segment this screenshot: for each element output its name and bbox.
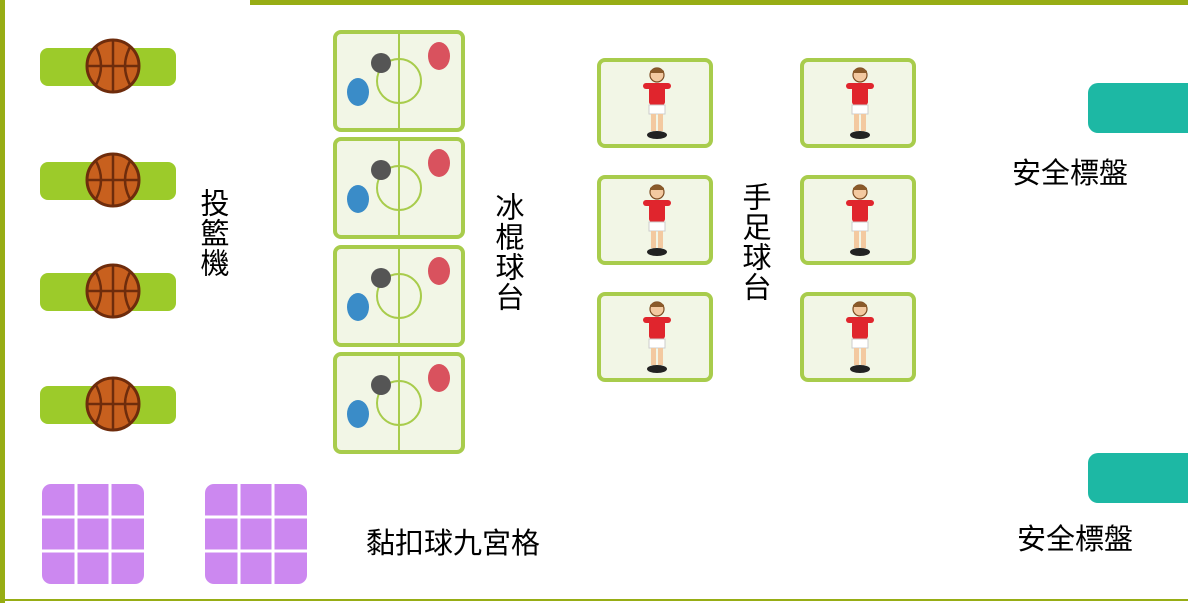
foosball-table <box>597 58 713 148</box>
foosball-player-icon <box>643 184 671 256</box>
foosball-player-icon <box>643 67 671 139</box>
basketball-icon <box>85 263 141 319</box>
safety-sign-label: 安全標盤 <box>1017 522 1134 556</box>
nine-grid-target-icon <box>42 484 144 584</box>
basketball-area-label: 投籃機 <box>196 188 230 278</box>
floor-border-bottom <box>0 599 1188 601</box>
foosball-area-label: 手足球台 <box>738 182 772 302</box>
basketball-machine <box>40 37 176 95</box>
foosball-player-icon <box>846 184 874 256</box>
foosball-player-icon <box>643 301 671 373</box>
air-hockey-table-icon <box>333 352 465 454</box>
foosball-player-icon <box>846 67 874 139</box>
air-hockey-area-label: 冰棍球台 <box>491 192 525 312</box>
foosball-table <box>597 292 713 382</box>
basketball-machine <box>40 262 176 320</box>
foosball-table <box>597 175 713 265</box>
floor-border-top <box>250 0 1188 5</box>
basketball-machine <box>40 151 176 209</box>
safety-sign-icon <box>1088 453 1188 503</box>
safety-sign-icon <box>1088 83 1188 133</box>
basketball-icon <box>85 38 141 94</box>
basketball-machine <box>40 375 176 433</box>
safety-sign-label: 安全標盤 <box>1012 156 1129 190</box>
foosball-table <box>800 292 916 382</box>
air-hockey-table-icon <box>333 30 465 132</box>
floor-border-left <box>0 0 5 603</box>
air-hockey-table-icon <box>333 137 465 239</box>
air-hockey-table <box>333 352 465 454</box>
foosball-player-icon <box>846 301 874 373</box>
air-hockey-table <box>333 245 465 347</box>
nine-grid-target-icon <box>205 484 307 584</box>
foosball-table <box>800 58 916 148</box>
foosball-table <box>800 175 916 265</box>
velcro-grid-area-label: 黏扣球九宮格 <box>366 526 541 560</box>
basketball-icon <box>85 376 141 432</box>
basketball-icon <box>85 152 141 208</box>
air-hockey-table-icon <box>333 245 465 347</box>
air-hockey-table <box>333 30 465 132</box>
air-hockey-table <box>333 137 465 239</box>
